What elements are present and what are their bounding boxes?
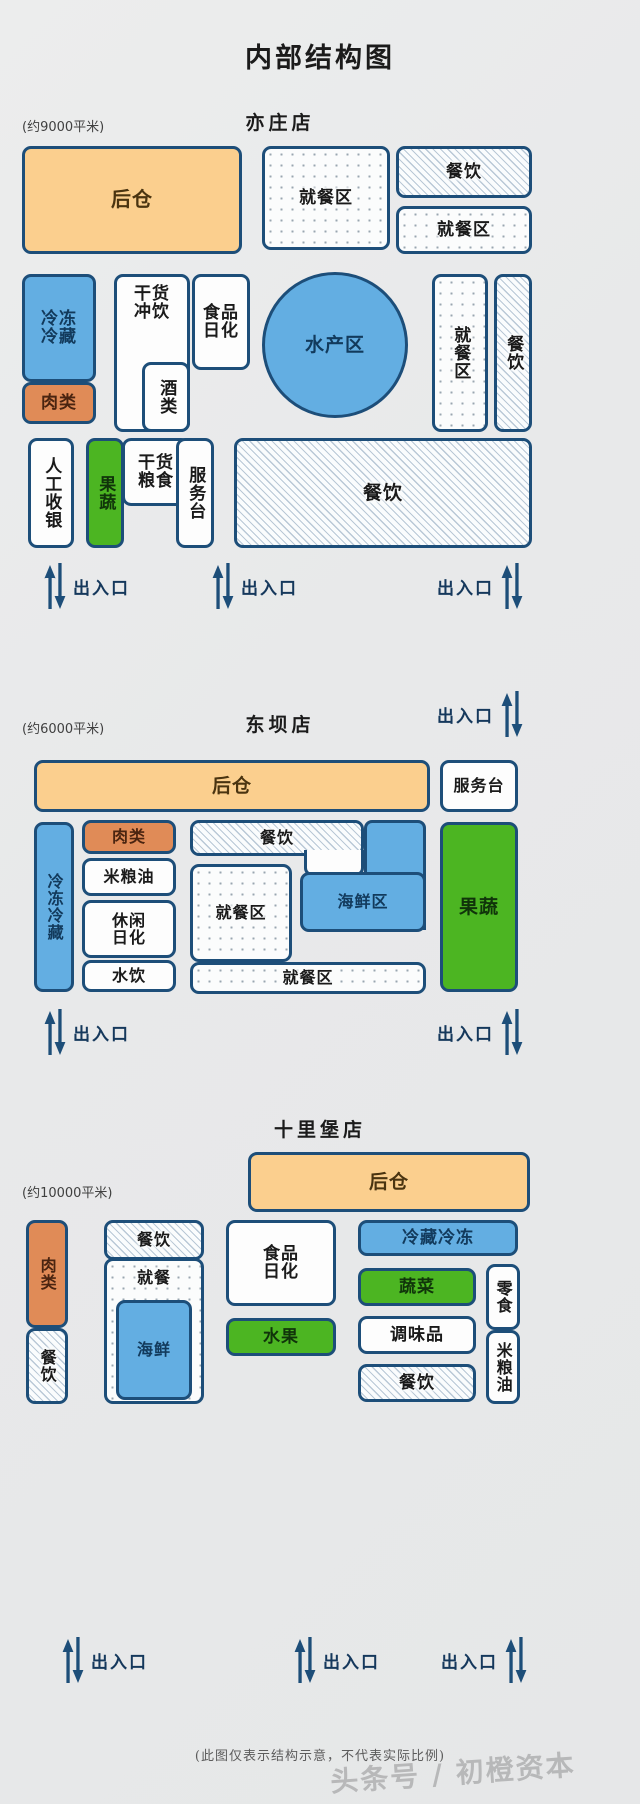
entrance-marker[interactable]: 出入口	[210, 562, 303, 610]
store-2-title: 东坝店	[245, 714, 315, 736]
zone-catering[interactable]: 餐饮	[104, 1220, 204, 1260]
entrance-marker[interactable]: 出入口	[42, 562, 135, 610]
zone-rice-grain-oil[interactable]: 米粮油	[82, 858, 176, 896]
zone-fruits[interactable]: 水果	[226, 1318, 336, 1356]
zone-chilled-frozen[interactable]: 冷藏冷冻	[358, 1220, 518, 1256]
entrance-marker[interactable]: 出入口	[432, 690, 525, 738]
zone-catering[interactable]: 餐饮	[26, 1328, 68, 1404]
zone-dining-area[interactable]: 就餐区	[190, 864, 292, 962]
zone-meat[interactable]: 肉类	[26, 1220, 68, 1328]
entrance-label: 出入口	[437, 706, 494, 727]
entrance-arrows-icon	[60, 1637, 86, 1683]
footnote: (此图仅表示结构示意，不代表实际比例)	[194, 1749, 446, 1764]
entrance-marker[interactable]: 出入口	[432, 1008, 525, 1056]
zone-produce[interactable]: 果蔬	[86, 438, 124, 548]
entrance-label: 出入口	[73, 1024, 130, 1045]
entrance-label: 出入口	[73, 578, 130, 599]
entrance-label: 出入口	[323, 1652, 380, 1673]
zone-leisure-daily[interactable]: 休闲日化	[82, 900, 176, 958]
entrance-marker[interactable]: 出入口	[432, 562, 525, 610]
store-1-title: 亦庄店	[245, 112, 315, 134]
zone-warehouse[interactable]: 后仓	[34, 760, 430, 812]
zone-water-drinks[interactable]: 水饮	[82, 960, 176, 992]
page-title: 内部结构图	[245, 43, 395, 74]
entrance-arrows-icon	[42, 563, 68, 609]
zone-manual-cashier[interactable]: 人工收银	[28, 438, 74, 548]
entrance-arrows-icon	[499, 1009, 525, 1055]
zone-meat[interactable]: 肉类	[22, 382, 96, 424]
zone-dining-area[interactable]: 就餐区	[432, 274, 488, 432]
zone-food-daily[interactable]: 食品日化	[226, 1220, 336, 1306]
store-3-area-note: (约10000平米)	[22, 1186, 113, 1201]
zone-catering[interactable]: 餐饮	[234, 438, 532, 548]
zone-dining-area[interactable]: 就餐区	[190, 962, 426, 994]
entrance-marker[interactable]: 出入口	[60, 1636, 153, 1684]
zone-vegetables[interactable]: 蔬菜	[358, 1268, 476, 1306]
entrance-arrows-icon	[499, 691, 525, 737]
zone-snacks[interactable]: 零食	[486, 1264, 520, 1330]
entrance-marker[interactable]: 出入口	[292, 1636, 385, 1684]
zone-dining-area[interactable]: 就餐区	[262, 146, 390, 250]
zone-liquor[interactable]: 酒类	[142, 362, 190, 432]
zone-catering[interactable]: 餐饮	[396, 146, 532, 198]
entrance-arrows-icon	[292, 1637, 318, 1683]
entrance-marker[interactable]: 出入口	[436, 1636, 529, 1684]
entrance-label: 出入口	[437, 578, 494, 599]
zone-service-desk[interactable]: 服务台	[176, 438, 214, 548]
entrance-label: 出入口	[241, 578, 298, 599]
zone-frozen-chilled[interactable]: 冷冻冷藏	[22, 274, 96, 382]
zone-aquatic[interactable]: 水产区	[262, 272, 408, 418]
zone-seafood-area[interactable]: 海鲜区	[300, 872, 426, 932]
zone-dining-area[interactable]: 就餐区	[396, 206, 532, 254]
zone-warehouse[interactable]: 后仓	[22, 146, 242, 254]
entrance-marker[interactable]: 出入口	[42, 1008, 135, 1056]
zone-warehouse[interactable]: 后仓	[248, 1152, 530, 1212]
zone-catering[interactable]: 餐饮	[190, 820, 364, 856]
zone-rice-grain-oil[interactable]: 米粮油	[486, 1330, 520, 1404]
entrance-arrows-icon	[42, 1009, 68, 1055]
zone-food-daily[interactable]: 食品日化	[192, 274, 250, 370]
entrance-label: 出入口	[91, 1652, 148, 1673]
entrance-arrows-icon	[210, 563, 236, 609]
entrance-label: 出入口	[441, 1652, 498, 1673]
store-2-area-note: (约6000平米)	[22, 722, 105, 737]
entrance-arrows-icon	[499, 563, 525, 609]
store-3-title: 十里堡店	[273, 1119, 366, 1141]
zone-service-desk[interactable]: 服务台	[440, 760, 518, 812]
entrance-label: 出入口	[437, 1024, 494, 1045]
catering-notch	[304, 850, 364, 876]
zone-seafood[interactable]: 海鲜	[116, 1300, 192, 1400]
zone-seasoning[interactable]: 调味品	[358, 1316, 476, 1354]
zone-produce[interactable]: 果蔬	[440, 822, 518, 992]
zone-meat[interactable]: 肉类	[82, 820, 176, 854]
entrance-arrows-icon	[503, 1637, 529, 1683]
zone-catering[interactable]: 餐饮	[494, 274, 532, 432]
zone-catering[interactable]: 餐饮	[358, 1364, 476, 1402]
store-1-area-note: (约9000平米)	[22, 120, 105, 135]
zone-frozen-chilled[interactable]: 冷冻冷藏	[34, 822, 74, 992]
